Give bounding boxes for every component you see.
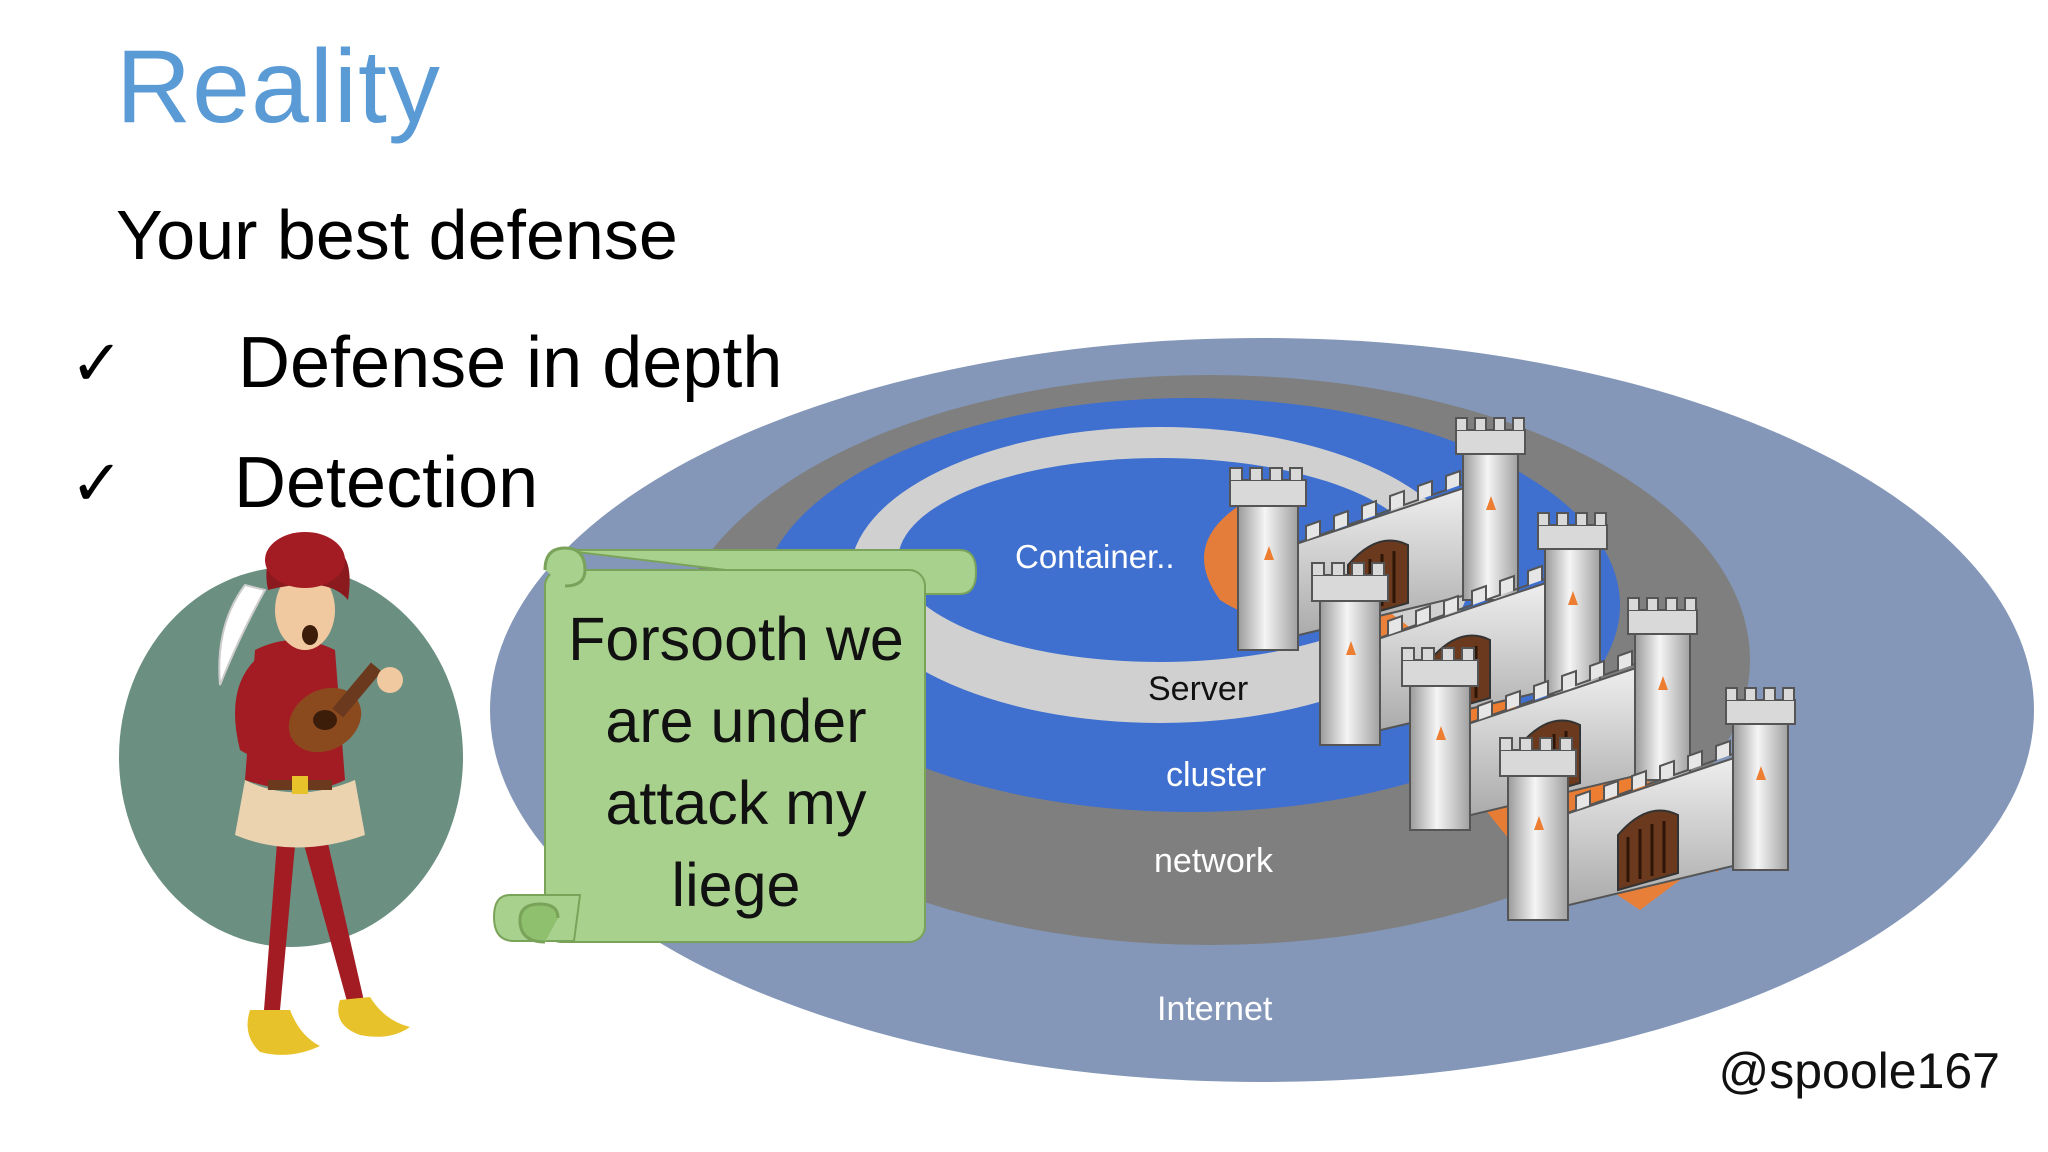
container-label: Container.. [1015,538,1175,575]
bullet-text: Detection [234,443,539,523]
server-label: Server [1148,670,1248,708]
bullet-text: Defense in depth [238,323,783,403]
bard-figure [119,532,463,1055]
scroll-banner [492,546,978,944]
network-label: network [1154,842,1274,880]
checkmark-icon: ✓ [70,326,124,399]
checkmark-icon: ✓ [70,446,124,519]
scroll-line: liege [671,851,801,919]
slide-subtitle: Your best defense [116,196,678,274]
bullet-detection: ✓ Detection [70,442,538,524]
scroll-line: attack my [605,769,867,837]
scroll-line: Forsooth we [568,605,904,673]
cluster-label: cluster [1166,756,1266,794]
scroll-line: are under [605,687,867,755]
speech-scroll-text: Forsooth we are under attack my liege [548,598,924,926]
author-handle: @spoole167 [1718,1043,2000,1099]
bullet-defense-in-depth: ✓ Defense in depth [70,322,782,404]
internet-label: Internet [1157,990,1273,1028]
slide-title: Reality [116,29,441,145]
